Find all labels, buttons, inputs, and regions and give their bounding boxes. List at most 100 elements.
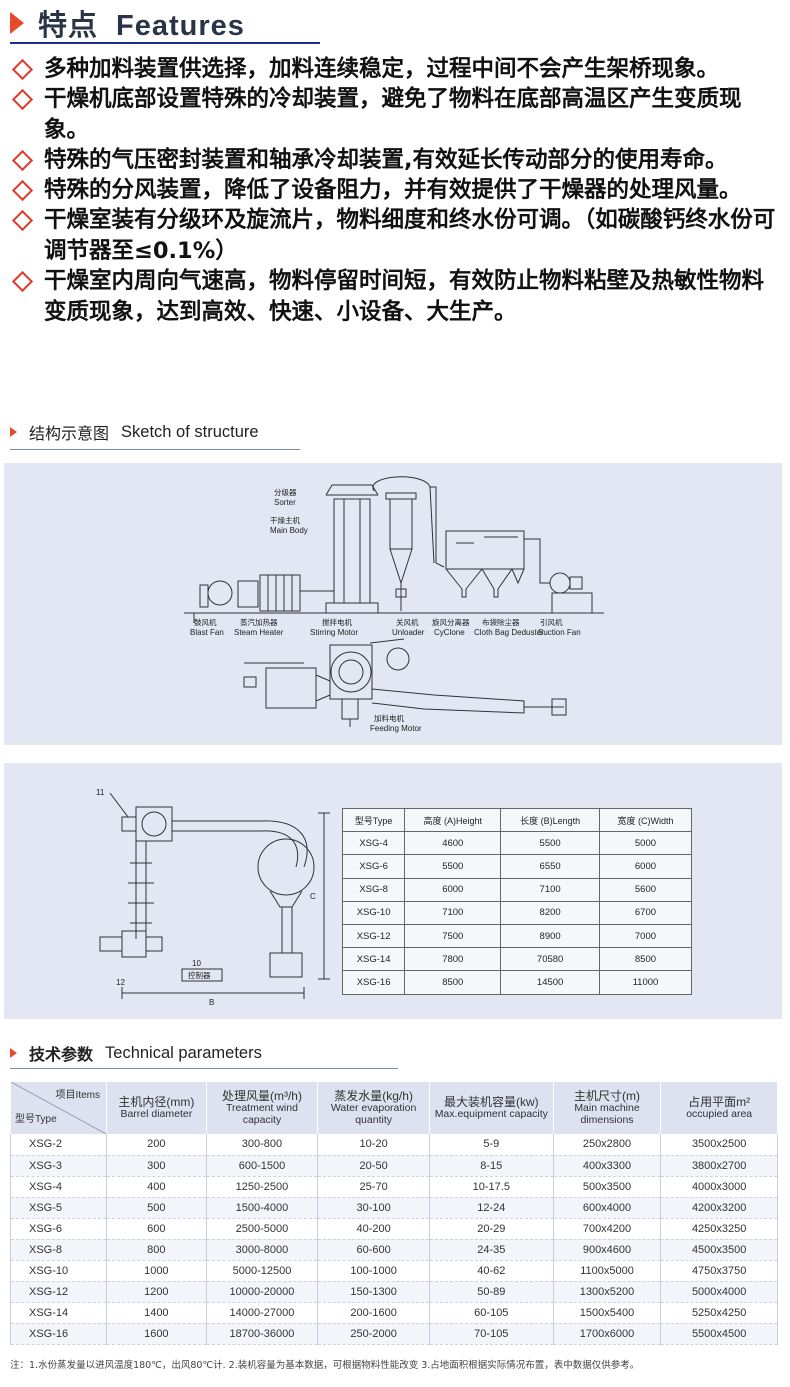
dimension-b-label: B [209, 998, 214, 1007]
diamond-bullet-icon [11, 88, 34, 111]
value-cell: 500x3500 [552, 1176, 662, 1198]
cell: 8900 [500, 923, 600, 949]
tech-title-en: Technical parameters [105, 1043, 262, 1062]
value-cell: 600-1500 [205, 1155, 319, 1177]
value-cell: 400x3300 [552, 1155, 662, 1177]
cell: 5600 [598, 877, 693, 902]
value-cell: 5500x4500 [660, 1323, 778, 1345]
cell: 7500 [404, 923, 502, 949]
deduster-label-en: Cloth Bag Deduster [474, 628, 544, 637]
stirring-motor-label-en: Stirring Motor [310, 628, 358, 637]
model-cell: XSG-10 [10, 1260, 107, 1282]
sorter-label-cn: 分级器 [274, 487, 297, 497]
value-cell: 250-2000 [317, 1323, 430, 1345]
blast-fan-label-en: Blast Fan [190, 628, 224, 637]
cell: 5500 [404, 854, 502, 879]
steam-heater-label-en: Steam Heater [234, 628, 284, 637]
section-divider [10, 1068, 398, 1069]
unloader-label-cn: 关风机 [396, 617, 419, 627]
part-number-12: 12 [116, 978, 125, 987]
deduster-label-cn: 布袋除尘器 [482, 617, 520, 627]
model-cell: XSG-6 [10, 1218, 107, 1240]
value-cell: 5000-12500 [205, 1260, 319, 1282]
cell: XSG-16 [341, 970, 406, 995]
tech-header: 技术参数 Technical parameters [10, 1040, 262, 1066]
value-cell: 500 [106, 1197, 207, 1219]
value-cell: 70-105 [428, 1323, 554, 1345]
value-cell: 10-20 [317, 1134, 430, 1156]
tech-header-row: 项目Items 型号Type 主机内径(mm)Barrel diameter 处… [10, 1082, 778, 1134]
diamond-bullet-icon [11, 58, 34, 81]
value-cell: 24-35 [428, 1239, 554, 1261]
part-number-11: 11 [96, 788, 105, 797]
col-width-header: 宽度 (C)Width [598, 807, 693, 833]
value-cell: 1200 [106, 1281, 207, 1303]
diamond-bullet-icon [11, 270, 34, 293]
col-length-header: 长度 (B)Length [500, 807, 600, 833]
cell: 7000 [598, 923, 693, 949]
diamond-bullet-icon [11, 179, 34, 202]
value-cell: 1700x6000 [552, 1323, 662, 1345]
dimensions-table: 型号Type 高度 (A)Height 长度 (B)Length 宽度 (C)W… [341, 807, 693, 995]
feeding-motor-label-cn: 加料电机 [374, 713, 404, 723]
cell: XSG-4 [341, 831, 406, 856]
col-header: 主机内径(mm)Barrel diameter [106, 1082, 207, 1134]
corner-type-label: 型号Type [15, 1114, 57, 1125]
model-cell: XSG-5 [10, 1197, 107, 1219]
cell: 11000 [598, 970, 693, 995]
model-cell: XSG-14 [10, 1302, 107, 1324]
value-cell: 3500x2500 [660, 1134, 778, 1156]
steam-heater-label-cn: 蒸汽加热器 [240, 617, 278, 627]
cell: 14500 [500, 970, 600, 995]
value-cell: 1100x5000 [552, 1260, 662, 1282]
value-cell: 10-17.5 [428, 1176, 554, 1198]
value-cell: 2500-5000 [205, 1218, 319, 1240]
diagonal-divider [11, 1082, 106, 1134]
structure-sketch-drawing: 分级器 Sorter 干燥主机 Main Body 鼓风机 Blast Fan … [184, 476, 604, 733]
sketch-header: 结构示意图 Sketch of structure [10, 419, 259, 445]
value-cell: 1250-2500 [205, 1176, 319, 1198]
header-arrow-icon [10, 12, 24, 34]
model-cell: XSG-2 [10, 1134, 107, 1156]
dimension-c-label: C [310, 892, 316, 901]
value-cell: 1000 [106, 1260, 207, 1282]
stirring-motor-label-cn: 搅拌电机 [322, 617, 352, 627]
cyclone-label-en: CyClone [434, 628, 465, 637]
value-cell: 10000-20000 [205, 1281, 319, 1303]
main-body-label-cn: 干燥主机 [270, 515, 300, 525]
feeding-motor-label-en: Feeding Motor [370, 724, 422, 733]
suction-fan-label-en: Suction Fan [538, 628, 581, 637]
value-cell: 12-24 [428, 1197, 554, 1219]
value-cell: 4250x3250 [660, 1218, 778, 1240]
value-cell: 1500-4000 [205, 1197, 319, 1219]
cell: XSG-10 [341, 900, 406, 925]
cell: 6000 [404, 877, 502, 902]
cell: XSG-6 [341, 854, 406, 879]
col-height-header: 高度 (A)Height [404, 807, 502, 833]
value-cell: 40-200 [317, 1218, 430, 1240]
feature-item: 干燥室内周向气速高，物料停留时间短，有效防止物料粘壁及热敏性物料变质现象，达到高… [10, 266, 780, 328]
cell: 6550 [500, 854, 600, 879]
main-body-label-en: Main Body [270, 526, 308, 535]
value-cell: 900x4600 [552, 1239, 662, 1261]
col-header: 最大装机容量(kw)Max.equipment capacity [428, 1082, 554, 1134]
feature-item: 干燥机底部设置特殊的冷却装置，避免了物料在底部高温区产生变质现象。 [10, 84, 780, 146]
value-cell: 5250x4250 [660, 1302, 778, 1324]
sorter-label-en: Sorter [274, 498, 296, 507]
cell: 5000 [598, 831, 693, 856]
value-cell: 18700-36000 [205, 1323, 319, 1345]
cell: XSG-8 [341, 877, 406, 902]
feature-item: 特殊的气压密封装置和轴承冷却装置,有效延长传动部分的使用寿命。 [10, 145, 780, 176]
value-cell: 200 [106, 1134, 207, 1156]
value-cell: 60-105 [428, 1302, 554, 1324]
value-cell: 300 [106, 1155, 207, 1177]
diamond-bullet-icon [11, 149, 34, 172]
